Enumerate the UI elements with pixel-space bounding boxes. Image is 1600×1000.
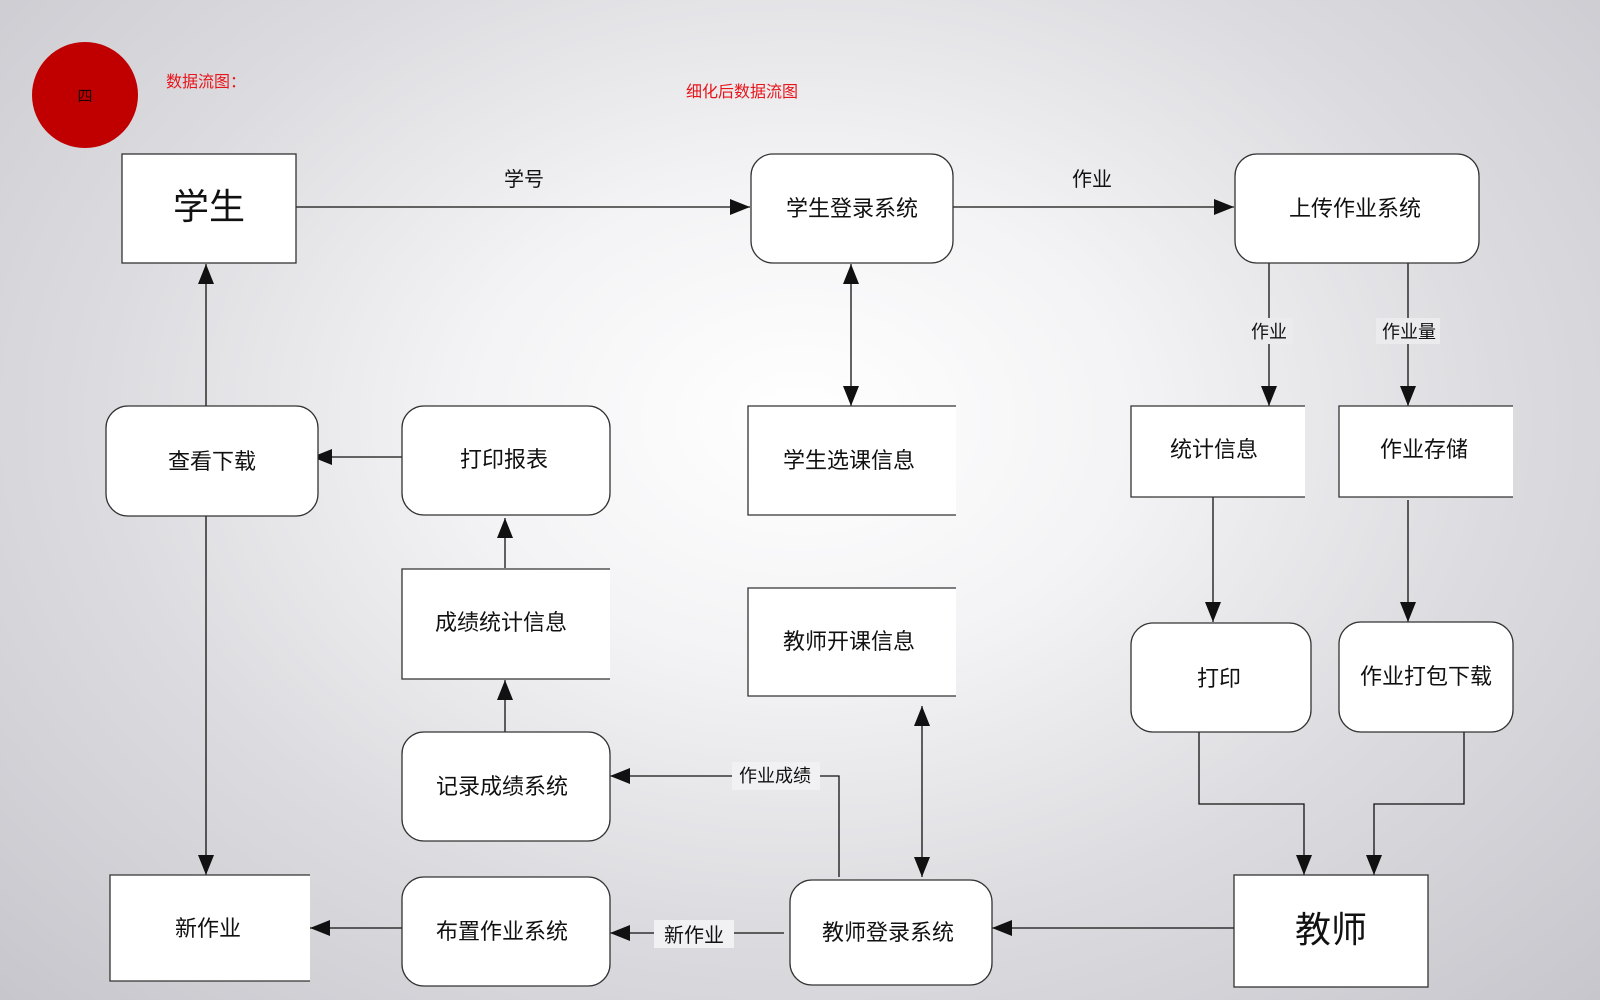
process-package-download-label: 作业打包下载 — [1360, 665, 1492, 690]
flow-label-homework-top: 作业 — [1072, 167, 1112, 191]
entity-teacher-label: 教师 — [1295, 910, 1367, 951]
diagram-title: 细化后数据流图 — [686, 82, 799, 101]
flow-teacher-login-to-grades — [610, 768, 840, 877]
flow-label-student-id: 学号 — [504, 167, 544, 191]
section-number-badge: 四 — [32, 42, 138, 148]
entity-student: 学生 — [121, 153, 297, 264]
process-upload-homework: 上传作业系统 — [1234, 153, 1480, 264]
process-teacher-login: 教师登录系统 — [789, 879, 993, 986]
process-print-label: 打印 — [1197, 667, 1241, 692]
process-student-login-label: 学生登录系统 — [786, 197, 918, 222]
store-new-homework-label: 新作业 — [175, 917, 241, 942]
flow-lines — [198, 199, 1465, 941]
process-teacher-login-label: 教师登录系统 — [822, 921, 954, 946]
flow-package-to-teacher — [1366, 732, 1465, 875]
process-student-login: 学生登录系统 — [750, 153, 954, 264]
flow-print-to-teacher — [1198, 732, 1312, 875]
store-homework-storage: 作业存储 — [1338, 405, 1513, 498]
process-view-download: 查看下载 — [105, 405, 319, 517]
process-assign-homework-label: 布置作业系统 — [436, 920, 568, 945]
section-number: 四 — [77, 86, 93, 105]
store-course-selection-label: 学生选课信息 — [783, 449, 915, 474]
store-teacher-courses: 教师开课信息 — [747, 587, 956, 697]
flow-label-homework-volume: 作业量 — [1382, 322, 1436, 343]
process-upload-homework-label: 上传作业系统 — [1289, 197, 1421, 222]
process-view-download-label: 查看下载 — [168, 450, 256, 475]
store-new-homework: 新作业 — [109, 874, 310, 982]
process-record-grades: 记录成绩系统 — [401, 731, 611, 842]
flow-label-homework-grades: 作业成绩 — [739, 766, 811, 787]
entity-student-label: 学生 — [173, 187, 245, 228]
store-homework-storage-label: 作业存储 — [1380, 438, 1468, 463]
flow-label-homework-down: 作业 — [1251, 322, 1287, 343]
process-print-report: 打印报表 — [401, 405, 611, 516]
process-print-report-label: 打印报表 — [460, 448, 548, 473]
process-print: 打印 — [1130, 622, 1312, 733]
store-grade-stats: 成绩统计信息 — [401, 568, 610, 680]
process-package-download: 作业打包下载 — [1338, 621, 1514, 733]
store-grade-stats-label: 成绩统计信息 — [435, 611, 567, 636]
store-teacher-courses-label: 教师开课信息 — [783, 630, 915, 655]
flow-label-new-homework: 新作业 — [664, 923, 724, 947]
process-assign-homework: 布置作业系统 — [401, 876, 611, 987]
store-course-selection: 学生选课信息 — [747, 405, 956, 516]
entity-teacher: 教师 — [1233, 874, 1429, 988]
process-record-grades-label: 记录成绩系统 — [436, 775, 568, 800]
section-title: 数据流图： — [166, 72, 247, 91]
store-stat-info: 统计信息 — [1130, 405, 1305, 498]
store-stat-info-label: 统计信息 — [1170, 438, 1258, 463]
